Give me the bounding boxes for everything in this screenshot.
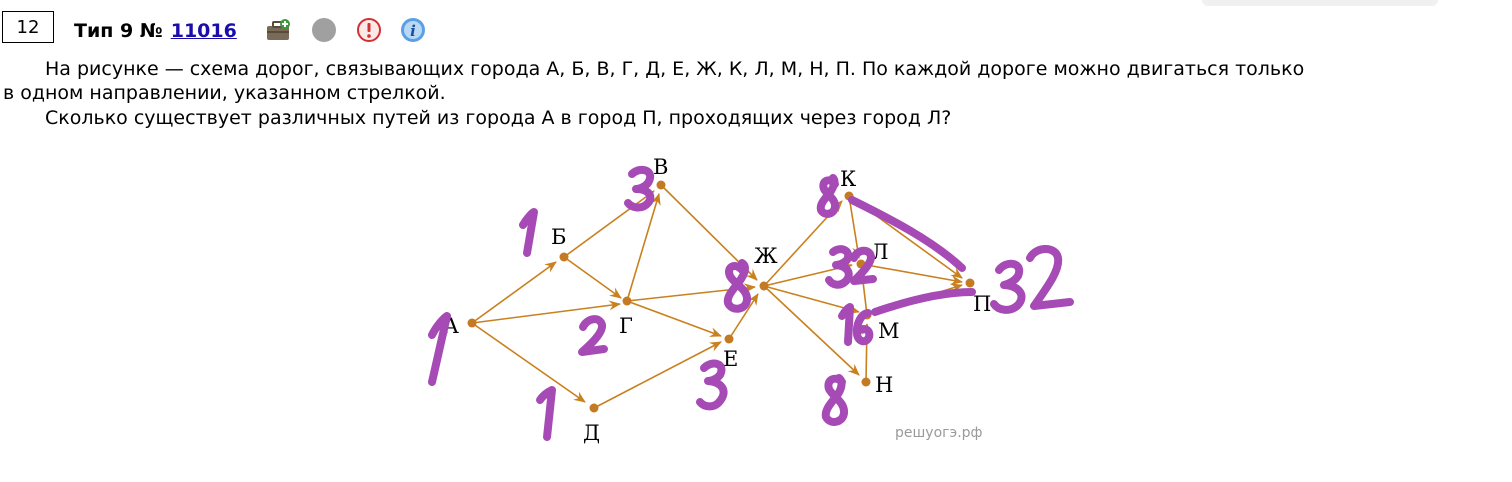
node-G: [622, 296, 632, 306]
node-B: [559, 252, 569, 262]
problem-line-1: На рисунке — схема дорог, связывающих го…: [45, 58, 1305, 80]
road-K-L: [848, 195, 863, 259]
node-D: [589, 403, 599, 413]
road-ZH-N: [763, 285, 860, 376]
label-V: В: [653, 155, 668, 179]
road-G-V: [626, 193, 661, 302]
node-N: [861, 377, 871, 387]
briefcase-add-icon[interactable]: [265, 17, 291, 43]
road-E-ZH: [728, 293, 759, 340]
road-G-E: [626, 300, 722, 337]
node-E: [724, 334, 734, 344]
label-E: Е: [723, 347, 738, 371]
hw-count-B: [519, 208, 538, 257]
hw-count-G: [578, 315, 608, 356]
city-labels: А Б В Г Д Е Ж К Л М Н П: [443, 155, 991, 445]
hw-count-M: [838, 303, 874, 346]
gray-circle-icon[interactable]: [311, 17, 337, 43]
hw-count-ZH: [723, 259, 751, 313]
label-D: Д: [583, 421, 600, 445]
label-ZH: Ж: [754, 244, 778, 268]
label-B: Б: [551, 225, 566, 249]
label-L: Л: [871, 240, 889, 264]
problem-line-2: в одном направлении, указанном стрелкой.: [3, 82, 446, 104]
road-A-G: [471, 300, 621, 324]
hw-line-K-P: [848, 196, 966, 272]
road-A-B: [471, 261, 557, 324]
task-number: 12: [2, 11, 54, 43]
hw-line-M-P: [871, 288, 976, 316]
exclamation-icon[interactable]: [356, 17, 382, 43]
node-A: [467, 318, 477, 328]
task-type-label: Тип 9 №: [74, 20, 163, 42]
problem-line-3: Сколько существует различных путей из го…: [45, 107, 952, 129]
road-A-D: [471, 322, 586, 403]
hw-count-P: [990, 245, 1074, 314]
info-icon[interactable]: i: [400, 17, 426, 43]
road-L-P: [860, 263, 963, 285]
label-P: П: [973, 292, 991, 316]
node-P: [965, 278, 975, 288]
svg-text:i: i: [410, 22, 416, 40]
label-N: Н: [875, 373, 893, 397]
node-ZH: [759, 281, 769, 291]
handwritten-annotations: [428, 165, 1074, 441]
hw-count-V: [624, 165, 655, 212]
road-B-V: [563, 190, 655, 258]
hw-count-A: [428, 312, 451, 386]
hw-count-D: [536, 386, 556, 441]
hw-count-N: [821, 374, 848, 426]
watermark: решуогэ.рф: [895, 425, 983, 441]
label-G: Г: [619, 314, 633, 338]
hw-count-K: [816, 174, 840, 218]
hw-count-E: [696, 359, 728, 411]
top-right-panel: [1202, 0, 1438, 6]
task-header: Тип 9 № 11016: [74, 17, 237, 45]
road-B-G: [563, 256, 622, 299]
task-id-link[interactable]: 11016: [170, 20, 237, 42]
hw-count-L: [825, 245, 877, 289]
road-D-E: [593, 341, 722, 409]
label-M: М: [878, 319, 900, 343]
node-V: [656, 180, 666, 190]
label-K: К: [840, 167, 856, 191]
